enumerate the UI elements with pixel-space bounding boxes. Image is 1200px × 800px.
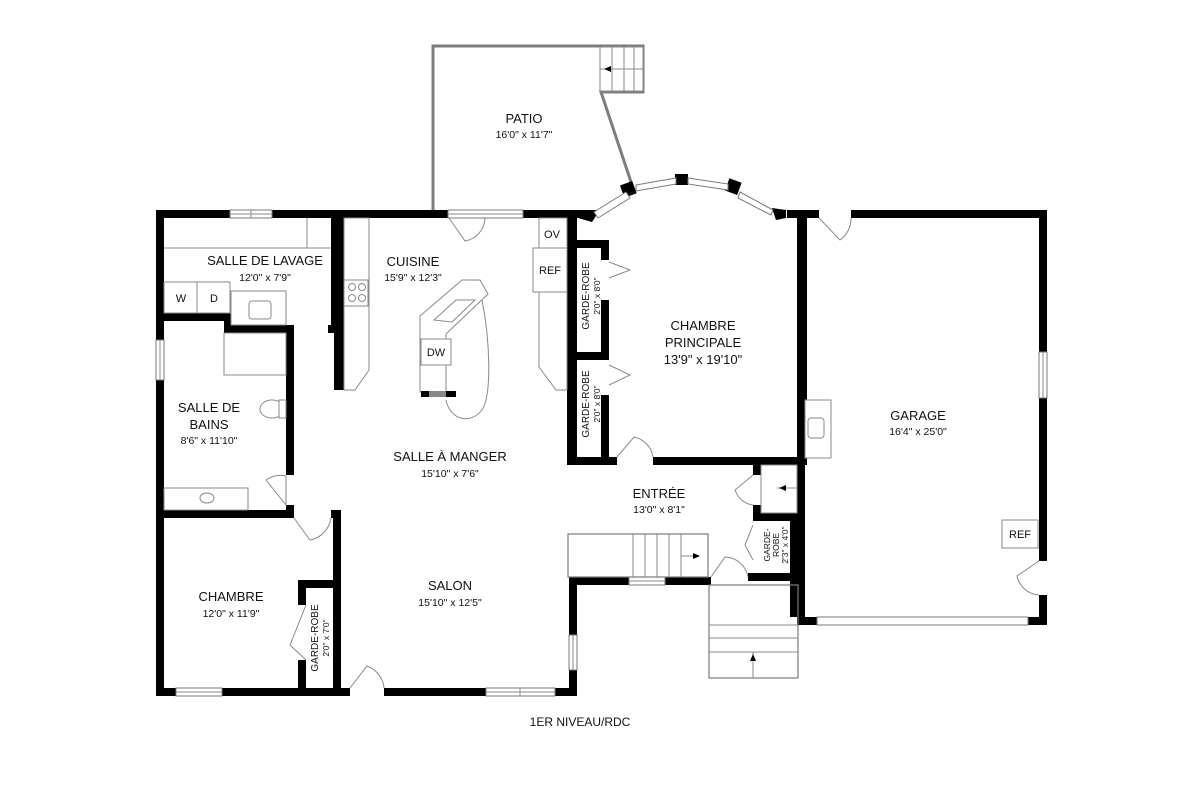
room-label-patio: PATIO — [505, 111, 542, 126]
stair-arrow-icon — [779, 485, 786, 491]
svg-text:2'0" x 8'0": 2'0" x 8'0" — [592, 277, 602, 314]
walls — [156, 174, 1047, 696]
svg-text:2'3" x 4'0": 2'3" x 4'0" — [780, 526, 790, 563]
closet-label-2: GARDE-ROBE — [581, 370, 592, 438]
svg-text:12'0" x 7'9": 12'0" x 7'9" — [239, 272, 291, 284]
svg-text:ROBE: ROBE — [771, 533, 781, 557]
room-label-kitchen: CUISINE — [387, 254, 440, 269]
room-label-bedroom: CHAMBRE — [198, 589, 263, 604]
room-labels: PATIO 16'0" x 11'7" SALLE DE LAVAGE 12'0… — [176, 111, 1031, 729]
svg-text:2'0" x 7'0": 2'0" x 7'0" — [321, 619, 331, 656]
room-label-bathroom: SALLE DE — [178, 400, 240, 415]
room-label-dining: SALLE À MANGER — [393, 449, 506, 464]
washer-label: W — [176, 293, 187, 305]
windows — [155, 177, 1048, 697]
svg-text:13'9" x 19'10": 13'9" x 19'10" — [664, 352, 743, 367]
svg-text:15'10" x 12'5": 15'10" x 12'5" — [418, 597, 482, 609]
closet-label-3: GARDE-ROBE — [310, 604, 321, 672]
oven-label: OV — [544, 229, 561, 241]
svg-text:13'0" x 8'1": 13'0" x 8'1" — [633, 504, 685, 516]
doors — [265, 217, 1040, 689]
stair-arrow-icon — [693, 553, 700, 559]
fixtures — [163, 217, 1039, 549]
svg-text:8'6" x 11'10": 8'6" x 11'10" — [181, 435, 238, 447]
garage-fridge-label: REF — [1009, 529, 1031, 541]
svg-text:PRINCIPALE: PRINCIPALE — [665, 335, 742, 350]
svg-text:15'10" x 7'6": 15'10" x 7'6" — [421, 468, 479, 480]
stair-arrow-icon — [750, 654, 756, 661]
stair-arrow-icon — [604, 66, 611, 72]
svg-text:2'0" x 8'0": 2'0" x 8'0" — [592, 385, 602, 422]
closet-label-1: GARDE-ROBE — [581, 262, 592, 330]
room-label-living: SALON — [428, 578, 472, 593]
room-label-master-bedroom: CHAMBRE — [670, 318, 735, 333]
svg-text:15'9" x 12'3": 15'9" x 12'3" — [384, 272, 442, 284]
room-label-entry: ENTRÉE — [633, 486, 686, 501]
svg-text:12'0" x 11'9": 12'0" x 11'9" — [203, 608, 260, 620]
dishwasher-label: DW — [427, 347, 446, 359]
stairs — [567, 464, 799, 679]
kitchen-fridge-label: REF — [539, 265, 561, 277]
level-label: 1ER NIVEAU/RDC — [530, 715, 631, 729]
closet-label-4: GARDE- — [762, 528, 772, 561]
patio-area — [431, 44, 645, 212]
svg-text:16'4" x 25'0": 16'4" x 25'0" — [889, 426, 947, 438]
dryer-label: D — [210, 293, 218, 305]
room-label-laundry: SALLE DE LAVAGE — [207, 253, 323, 268]
svg-text:16'0" x 11'7": 16'0" x 11'7" — [496, 129, 553, 141]
room-label-garage: GARAGE — [890, 408, 946, 423]
svg-text:BAINS: BAINS — [189, 417, 228, 432]
